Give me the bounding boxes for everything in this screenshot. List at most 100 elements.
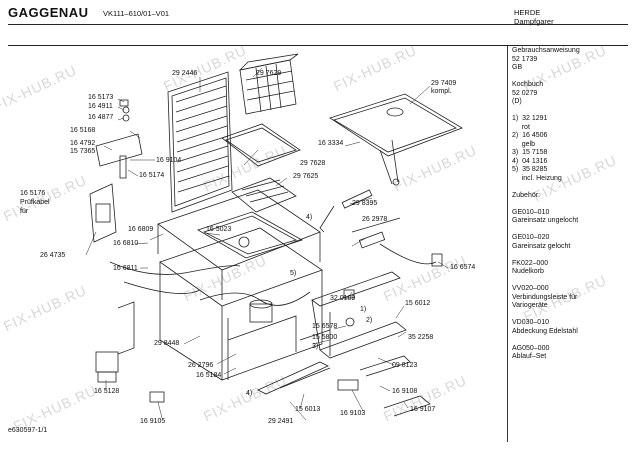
side-panel-line: VD030–010	[512, 319, 549, 326]
part-label: 29 7629	[256, 70, 282, 77]
solenoid	[95, 351, 119, 373]
header-divider-lower	[8, 45, 628, 46]
side-panel-line: 4) 04 1316	[512, 157, 548, 165]
pump	[249, 299, 273, 323]
part-label: 26 4735	[40, 252, 66, 259]
side-panel-line: 2) 16 4506	[512, 132, 548, 139]
part-label: 2)	[366, 317, 373, 324]
lift-handle	[319, 189, 373, 233]
part-label: 29 7409	[431, 80, 457, 87]
part-label: 26 2796	[188, 362, 214, 369]
part-label: 26 2978	[362, 216, 388, 223]
part-label: 16 5173	[88, 94, 114, 101]
side-panel-line: Zubehör:	[512, 191, 541, 199]
part-label: 32 0109	[330, 295, 356, 302]
side-panel-line: rot	[512, 123, 530, 131]
part-label: 16 4877	[88, 114, 114, 121]
part-label: 16 4792	[70, 140, 96, 147]
cooktop-plate	[157, 189, 321, 300]
side-panel-line: 52 0279	[512, 89, 538, 97]
header-title: HERDE Dampfgarer	[514, 8, 554, 26]
part-label: 29 2491	[268, 418, 294, 425]
tray-perforated	[231, 177, 297, 213]
part-label: 16 9108	[392, 388, 418, 395]
part-label: 15 7365	[70, 148, 96, 155]
side-panel-line: FK022–000	[512, 259, 549, 267]
side-panel-line: incl. Heizung	[512, 174, 562, 182]
part-label: 16 9103	[340, 410, 366, 417]
side-panel-line: Ablauf–Set	[512, 353, 547, 360]
side-panel-line	[512, 336, 580, 345]
side-panel-line: 3) 15 7158	[512, 149, 548, 156]
control-rail	[311, 271, 407, 359]
side-panel-line	[512, 183, 580, 192]
tray-upper	[221, 123, 301, 167]
side-panel-line: GE010–020	[512, 234, 550, 241]
part-label: 16 5128	[94, 388, 120, 395]
side-panel-line	[512, 311, 580, 320]
part-label: 29 7625	[293, 173, 319, 180]
part-label: 16 5174	[139, 172, 165, 179]
part-label: 15 5800	[312, 334, 338, 341]
side-panel-line: Gebrauchsanweisung	[512, 47, 580, 54]
basket	[238, 53, 299, 115]
part-label: kompl.	[431, 88, 452, 95]
part-label: 16 9107	[410, 406, 436, 413]
side-panel-line: 5) 35 8285	[512, 166, 548, 173]
header-title-line1: HERDE	[514, 8, 541, 17]
part-label: 15 6578	[312, 323, 338, 330]
part-label: 16 5184	[196, 372, 222, 379]
part-label: 1)	[360, 306, 367, 313]
side-panel-line: VV020–000	[512, 285, 549, 292]
wire	[109, 261, 241, 275]
header-divider	[8, 24, 628, 25]
part-label: 16 9105	[140, 418, 166, 425]
side-panel-line: AG050–000	[512, 344, 550, 352]
side-panel-line: Kochbuch	[512, 81, 544, 88]
part-label: 09 8123	[392, 362, 418, 369]
side-panel-line: GB	[512, 64, 523, 71]
part-label: 16 6574	[450, 264, 476, 271]
side-divider	[507, 46, 508, 442]
side-panel-line: Gareinsatz gelocht	[512, 242, 571, 250]
side-panel-line: Verbindungsleiste für	[512, 293, 578, 301]
side-panel-line: gelb	[512, 140, 535, 148]
drain-valve	[337, 379, 359, 391]
side-panel-line: Abdeckung Edelstahl	[512, 327, 578, 335]
part-label: für	[20, 208, 29, 215]
header-title-line2: Dampfgarer	[514, 17, 554, 26]
side-panel-line: 1) 32 1291	[512, 115, 548, 122]
side-panel-line	[512, 226, 580, 235]
back-grille-panel	[167, 71, 233, 213]
side-panel-line	[512, 107, 580, 116]
part-label: 16 9104	[156, 157, 182, 164]
side-panel-line: 52 1739	[512, 55, 538, 63]
doc-footer-id: e630597-1/1	[8, 427, 48, 434]
part-label: 29 2446	[172, 70, 198, 77]
hose	[257, 361, 329, 395]
part-label: 15 6012	[405, 300, 431, 307]
plug	[149, 391, 165, 403]
side-panel-line: GE010–010	[512, 208, 550, 216]
part-label: 16 6809	[128, 226, 154, 233]
part-label: 16 4911	[88, 103, 113, 110]
part-label: 5)	[290, 270, 297, 277]
part-label: 4)	[246, 390, 253, 397]
brand-logo: GAGGENAU	[8, 5, 89, 20]
side-panel-line	[512, 200, 580, 209]
side-panel-line: (D)	[512, 98, 522, 105]
side-panel-line	[512, 73, 580, 82]
left-bracket	[89, 183, 135, 355]
part-label: 16 6810	[113, 240, 139, 247]
side-panel-line: Nudelkorb	[512, 268, 544, 275]
part-label: 29 7628	[300, 160, 326, 167]
part-label: 4)	[306, 214, 313, 221]
model-number: VK111–610/01–V01	[103, 9, 170, 18]
part-label: Prüfkabel	[20, 199, 50, 206]
side-panel-line	[512, 277, 580, 286]
part-label: 15 6013	[295, 406, 321, 413]
part-label: 16 5023	[206, 226, 232, 233]
part-label: 16 5176	[20, 190, 46, 197]
